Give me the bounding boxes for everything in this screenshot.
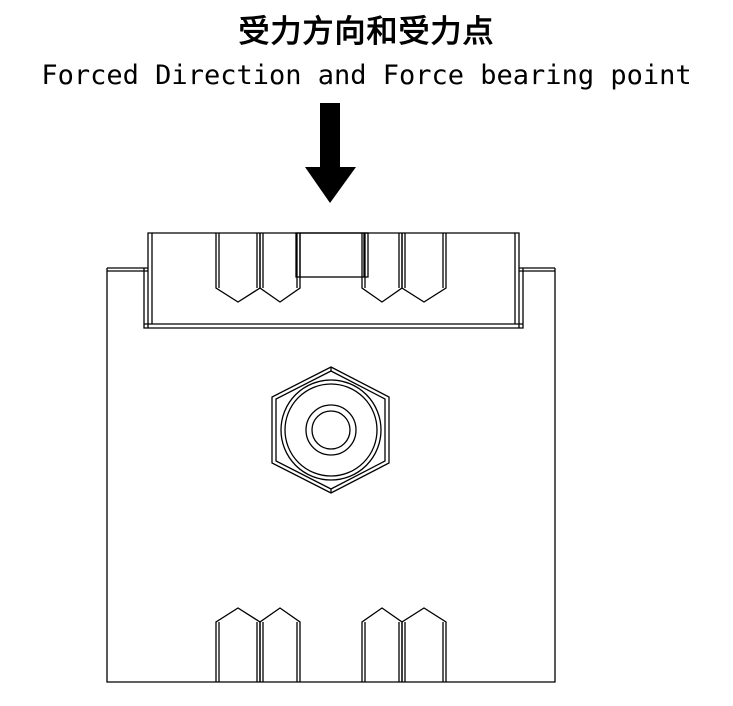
top-bolt-right-outer xyxy=(401,233,447,303)
force-direction-title-english: Forced Direction and Force bearing point xyxy=(41,60,692,91)
top-bolt-left-inner xyxy=(259,233,301,303)
bottom-bolt-left-outer xyxy=(215,607,261,682)
bottom-bolt-right-inner xyxy=(361,607,403,682)
bottom-bolt-right-outer xyxy=(401,607,447,682)
top-bolt-left-outer xyxy=(215,233,261,303)
main-body-outline xyxy=(106,267,556,683)
top-clamp-block xyxy=(143,232,524,329)
force-arrow-icon xyxy=(305,103,356,203)
force-bearing-point xyxy=(295,232,369,278)
bottom-bolt-left-inner xyxy=(259,607,301,682)
center-hex-nut xyxy=(271,366,390,494)
force-direction-title-chinese: 受力方向和受力点 xyxy=(238,14,495,50)
